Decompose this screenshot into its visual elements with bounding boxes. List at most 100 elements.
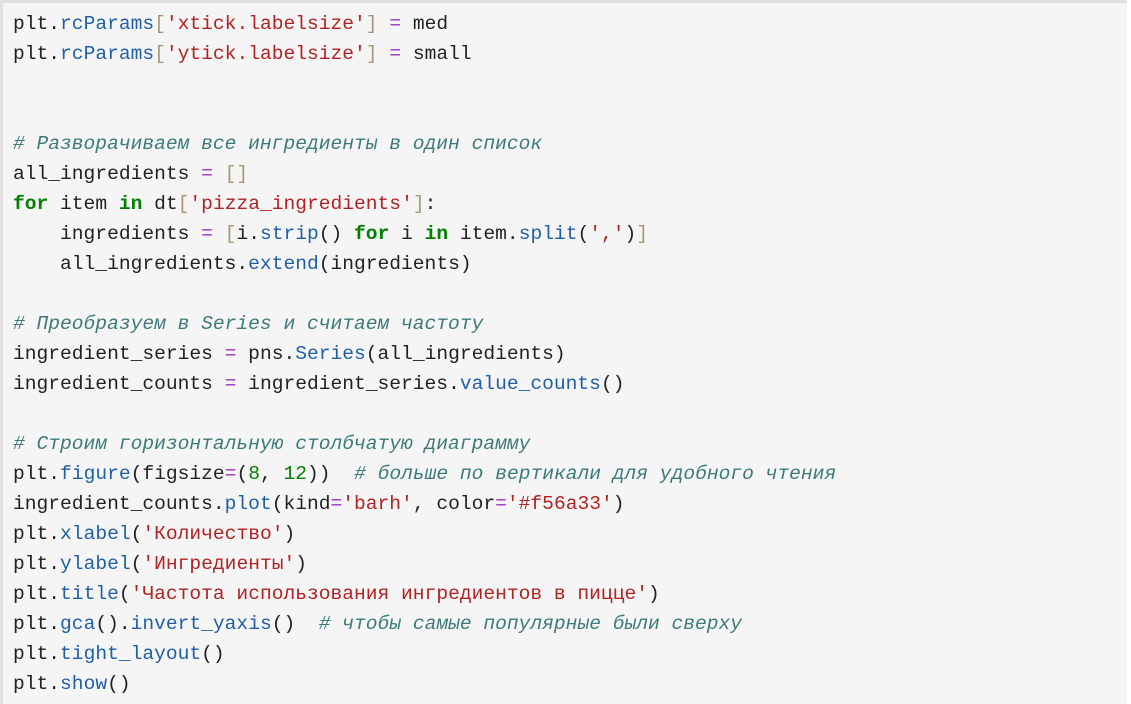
code-text: , color	[412, 493, 496, 515]
code-line: for item in dt['pizza_ingredients']:	[13, 189, 836, 219]
keyword-token: in	[118, 193, 143, 215]
code-line: all_ingredients = []	[13, 159, 836, 189]
attribute-token: plot	[224, 493, 272, 515]
code-line: ingredients = [i.strip() for i in item.s…	[13, 219, 836, 249]
code-comment: # чтобы самые популярные были сверху	[318, 613, 743, 635]
code-text: ingredients	[13, 223, 202, 245]
code-line: plt.rcParams['ytick.labelsize'] = small	[13, 39, 836, 69]
code-text: plt.	[13, 13, 61, 35]
attribute-token: tight_layout	[60, 643, 202, 665]
operator-token: =	[201, 223, 213, 245]
attribute-token: invert_yaxis	[130, 613, 272, 635]
code-text: ingredient_counts	[13, 373, 225, 395]
code-text: plt.	[13, 583, 61, 605]
code-line: all_ingredients.extend(ingredients)	[13, 249, 836, 279]
attribute-token: rcParams	[60, 13, 155, 35]
string-literal: 'pizza_ingredients'	[189, 193, 413, 215]
code-text: (figsize	[130, 463, 225, 485]
code-line: # Строим горизонтальную столбчатую диагр…	[13, 429, 836, 459]
code-text: plt.	[13, 673, 61, 695]
code-text: (	[130, 553, 143, 575]
code-text: ().	[95, 613, 131, 635]
code-text: i.	[236, 223, 260, 245]
code-text: ,	[259, 463, 284, 485]
attribute-token: split	[518, 223, 578, 245]
code-line: ingredient_series = pns.Series(all_ingre…	[13, 339, 836, 369]
code-line: plt.gca().invert_yaxis() # чтобы самые п…	[13, 609, 836, 639]
code-text: plt.	[13, 523, 61, 545]
code-text: )	[295, 553, 307, 575]
operator-token: =	[389, 13, 402, 35]
operator-token: =	[495, 493, 507, 515]
code-line: plt.rcParams['xtick.labelsize'] = med	[13, 9, 836, 39]
code-text: dt	[142, 193, 178, 215]
attribute-token: figure	[60, 463, 131, 485]
attribute-token: ylabel	[60, 553, 131, 575]
operator-token: =	[224, 463, 237, 485]
code-text: i	[389, 223, 425, 245]
operator-token: =	[389, 43, 402, 65]
code-text: )	[283, 523, 296, 545]
code-line: plt.xlabel('Количество')	[13, 519, 836, 549]
code-text: plt.	[13, 553, 61, 575]
code-text: ()	[271, 613, 319, 635]
code-comment: # больше по вертикали для удобного чтени…	[354, 463, 837, 485]
code-text	[213, 163, 225, 185]
attribute-token: Series	[295, 343, 366, 365]
string-literal: 'Количество'	[142, 523, 284, 545]
attribute-token: title	[60, 583, 119, 605]
code-text: (	[118, 583, 131, 605]
code-comment: # Преобразуем в Series и считаем частоту	[13, 313, 484, 335]
code-text: )	[612, 493, 625, 515]
code-line	[13, 99, 836, 129]
code-text: ()	[318, 223, 355, 245]
code-text: ))	[307, 463, 355, 485]
code-line: plt.tight_layout()	[13, 639, 836, 669]
code-text: ingredient_series.	[236, 373, 460, 395]
code-text: ()	[600, 373, 625, 395]
code-text: )	[647, 583, 660, 605]
code-text: pns.	[236, 343, 296, 365]
number-literal: 8	[248, 463, 260, 485]
string-literal: 'ytick.labelsize'	[165, 43, 366, 65]
code-text: (	[577, 223, 590, 245]
code-text: ()	[201, 643, 225, 665]
bracket-token: [	[154, 13, 166, 35]
bracket-token: ]	[412, 193, 425, 215]
bracket-token: [	[224, 223, 237, 245]
bracket-token: [	[177, 193, 190, 215]
operator-token: =	[224, 373, 237, 395]
string-literal: 'xtick.labelsize'	[165, 13, 366, 35]
string-literal: '#f56a33'	[506, 493, 613, 515]
code-line: ingredient_counts.plot(kind='barh', colo…	[13, 489, 836, 519]
keyword-token: for	[13, 193, 49, 215]
operator-token: =	[201, 163, 213, 185]
code-text	[378, 13, 390, 35]
attribute-token: xlabel	[60, 523, 131, 545]
code-text: :	[424, 193, 437, 215]
attribute-token: value_counts	[459, 373, 601, 395]
attribute-token: rcParams	[60, 43, 155, 65]
code-text: )	[624, 223, 637, 245]
code-text: ()	[107, 673, 131, 695]
string-literal: 'Ингредиенты'	[142, 553, 296, 575]
bracket-token: ]	[365, 43, 378, 65]
code-text: (ingredients)	[318, 253, 472, 275]
string-literal: 'barh'	[342, 493, 413, 515]
code-line: plt.figure(figsize=(8, 12)) # больше по …	[13, 459, 836, 489]
code-line: plt.title('Частота использования ингреди…	[13, 579, 836, 609]
code-text: ingredient_counts.	[13, 493, 225, 515]
keyword-token: in	[424, 223, 449, 245]
bracket-token: ]	[365, 13, 378, 35]
operator-token: =	[224, 343, 237, 365]
attribute-token: extend	[248, 253, 319, 275]
code-text: med	[401, 13, 449, 35]
code-text: plt.	[13, 43, 61, 65]
code-text: item.	[448, 223, 519, 245]
code-text	[213, 223, 225, 245]
code-line	[13, 279, 836, 309]
code-text: (all_ingredients)	[365, 343, 566, 365]
code-text: plt.	[13, 463, 61, 485]
